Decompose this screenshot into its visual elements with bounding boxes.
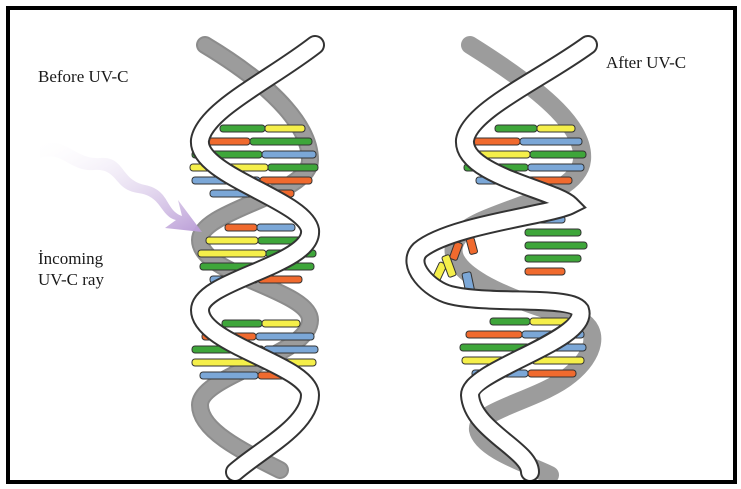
incoming-ray-label: İncoming UV-C ray bbox=[38, 248, 104, 290]
after-uvc-label: After UV-C bbox=[606, 52, 686, 73]
dna-helix-before bbox=[190, 45, 318, 472]
dna-helix-after bbox=[415, 45, 592, 475]
incoming-ray-label-line2: UV-C ray bbox=[38, 269, 104, 290]
wavy-arrow-icon bbox=[40, 143, 202, 232]
incoming-ray-label-line1: İncoming bbox=[38, 248, 104, 269]
uv-ray-arrow bbox=[40, 143, 202, 232]
diagram-frame: Before UV-C After UV-C İncoming UV-C ray bbox=[6, 6, 737, 484]
before-uvc-label: Before UV-C bbox=[38, 66, 129, 87]
